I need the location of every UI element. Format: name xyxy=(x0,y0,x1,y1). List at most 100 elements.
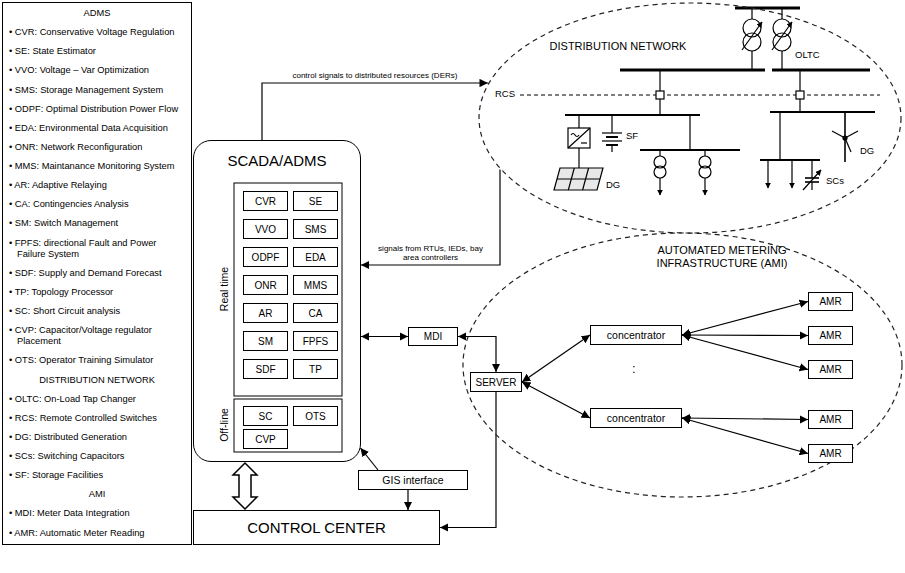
single-line-diagram-part xyxy=(770,111,875,113)
connector-arrow xyxy=(262,83,488,140)
single-line-diagram-part xyxy=(578,115,579,128)
single-line-diagram-part xyxy=(568,128,590,148)
abbreviation-item: • RCS: Remote Controlled Switches xyxy=(9,413,185,424)
node-label: CVP xyxy=(255,434,276,445)
control-center-box: CONTROL CENTER xyxy=(193,510,440,545)
edge-label: signals from RTUs, IEDs, bay area contro… xyxy=(372,244,490,262)
single-line-diagram xyxy=(520,8,880,195)
node-label: GIS interface xyxy=(382,474,443,486)
node-label: CA xyxy=(309,308,323,319)
node-label: EDA xyxy=(305,252,326,263)
single-line-diagram-part xyxy=(602,132,622,133)
single-line-diagram-part xyxy=(654,166,666,178)
single-line-diagram-part xyxy=(689,115,690,150)
abbreviation-item: • MMS: Maintanance Monitoring System xyxy=(9,161,185,172)
function-box: OTS xyxy=(293,406,338,426)
node-label: SDF xyxy=(256,364,276,375)
node-label: AR xyxy=(259,308,273,319)
connector-arrow xyxy=(682,334,808,336)
function-box: CA xyxy=(293,303,338,323)
abbreviation-item: • ODPF: Optimal Distribution Power Flow xyxy=(9,104,185,115)
function-box: VVO xyxy=(243,219,288,239)
component-label: DG xyxy=(860,146,874,156)
component-label: DG xyxy=(606,180,620,190)
abbreviation-item: • CVR: Conservative Voltage Regulation xyxy=(9,27,185,38)
node-label: AMR xyxy=(819,330,841,341)
function-box: AR xyxy=(243,303,288,323)
panel-heading: ADMS xyxy=(9,8,185,19)
single-line-diagram-part xyxy=(620,69,765,72)
single-line-diagram-part xyxy=(767,160,768,188)
single-line-diagram-part xyxy=(611,115,612,133)
abbreviation-item: • SM: Switch Management xyxy=(9,218,185,229)
single-line-diagram-part xyxy=(751,51,752,70)
function-box: FPFS xyxy=(293,331,338,351)
connector-arrow xyxy=(522,382,590,418)
node-label: MMS xyxy=(304,280,327,291)
connector-arrow xyxy=(361,169,500,265)
region-outline xyxy=(478,2,902,234)
meter-box: AMR xyxy=(808,292,853,311)
distribution-network-region: DISTRIBUTION NETWORK xyxy=(478,2,902,234)
single-line-diagram-part xyxy=(779,112,780,160)
abbreviation-item: • ONR: Network Reconfiguration xyxy=(9,142,185,153)
function-box: EDA xyxy=(293,247,338,267)
abbreviation-panel: ADMS • CVR: Conservative Voltage Regulati… xyxy=(2,2,192,545)
single-line-diagram-part xyxy=(659,150,660,156)
gis-interface-box: GIS interface xyxy=(358,470,468,490)
server-box: SERVER xyxy=(470,372,522,392)
connector-arrow xyxy=(440,392,496,528)
abbreviation-item: • CVP: Capacitor/Voltage regulator Place… xyxy=(9,325,185,347)
meter-box: AMR xyxy=(808,360,853,379)
single-line-diagram-part xyxy=(581,142,587,143)
connector-arrow xyxy=(522,335,590,382)
connector-arrow xyxy=(682,418,808,420)
node-label: SC xyxy=(259,411,273,422)
node-label: AMR xyxy=(819,296,841,307)
abbreviation-item: • OTS: Operator Training Simulator xyxy=(9,355,185,366)
single-line-diagram-part xyxy=(772,69,870,72)
function-box: ODPF xyxy=(243,247,288,267)
node-label: SERVER xyxy=(476,377,517,388)
scada-adms-box: SCADA/ADMSCVRSEVVOSMSODPFEDAONRMMSARCASM… xyxy=(193,140,361,462)
node-label: CVR xyxy=(255,196,276,207)
abbreviation-item: • SC: Short Circuit analysis xyxy=(9,306,185,317)
single-line-diagram-part xyxy=(772,22,792,50)
function-box: CVR xyxy=(243,191,288,211)
function-box: SC xyxy=(243,406,288,426)
abbreviation-item: • MDI: Meter Data Integration xyxy=(9,508,185,519)
node-label: SM xyxy=(258,336,273,347)
node-label: CONTROL CENTER xyxy=(247,519,386,536)
single-line-diagram-part xyxy=(704,150,705,156)
node-label: OTS xyxy=(305,411,326,422)
ellipsis-mark: : xyxy=(632,362,636,376)
group-label: Real time xyxy=(219,267,231,311)
component-label: RCS xyxy=(495,89,515,99)
single-line-diagram-part xyxy=(640,149,740,151)
single-line-diagram-part xyxy=(811,182,812,190)
single-line-diagram-part xyxy=(803,170,821,190)
dashed-ellipse xyxy=(479,3,901,233)
connector-arrow xyxy=(682,418,808,454)
group-bracket xyxy=(234,183,342,452)
connector-arrow xyxy=(682,335,808,370)
group-bracket-part xyxy=(234,399,342,452)
meter-box: AMR xyxy=(808,410,853,429)
node-label: AUTOMATED METERING INFRASTRUCTURE (AMI) xyxy=(647,244,797,270)
abbreviation-item: • SCs: Switching Capacitors xyxy=(9,451,185,462)
function-box: TP xyxy=(293,359,338,379)
node-label: AMR xyxy=(819,448,841,459)
panel-heading: AMI xyxy=(9,489,185,500)
abbreviation-item: • CA: Contingencies Analysis xyxy=(9,199,185,210)
node-label: ODPF xyxy=(252,252,280,263)
node-label: VVO xyxy=(255,224,276,235)
function-box: SMS xyxy=(293,219,338,239)
function-box: SE xyxy=(293,191,338,211)
dashed-ellipse xyxy=(463,233,902,497)
abbreviation-item: • SDF: Supply and Demand Forecast xyxy=(9,268,185,279)
single-line-diagram-part xyxy=(554,168,603,190)
abbreviation-item: • VVO: Voltage – Var Optimization xyxy=(9,65,185,76)
abbreviation-item: • FPFS: directional Fault and Power Fail… xyxy=(9,238,185,260)
single-line-diagram-part xyxy=(791,160,792,188)
